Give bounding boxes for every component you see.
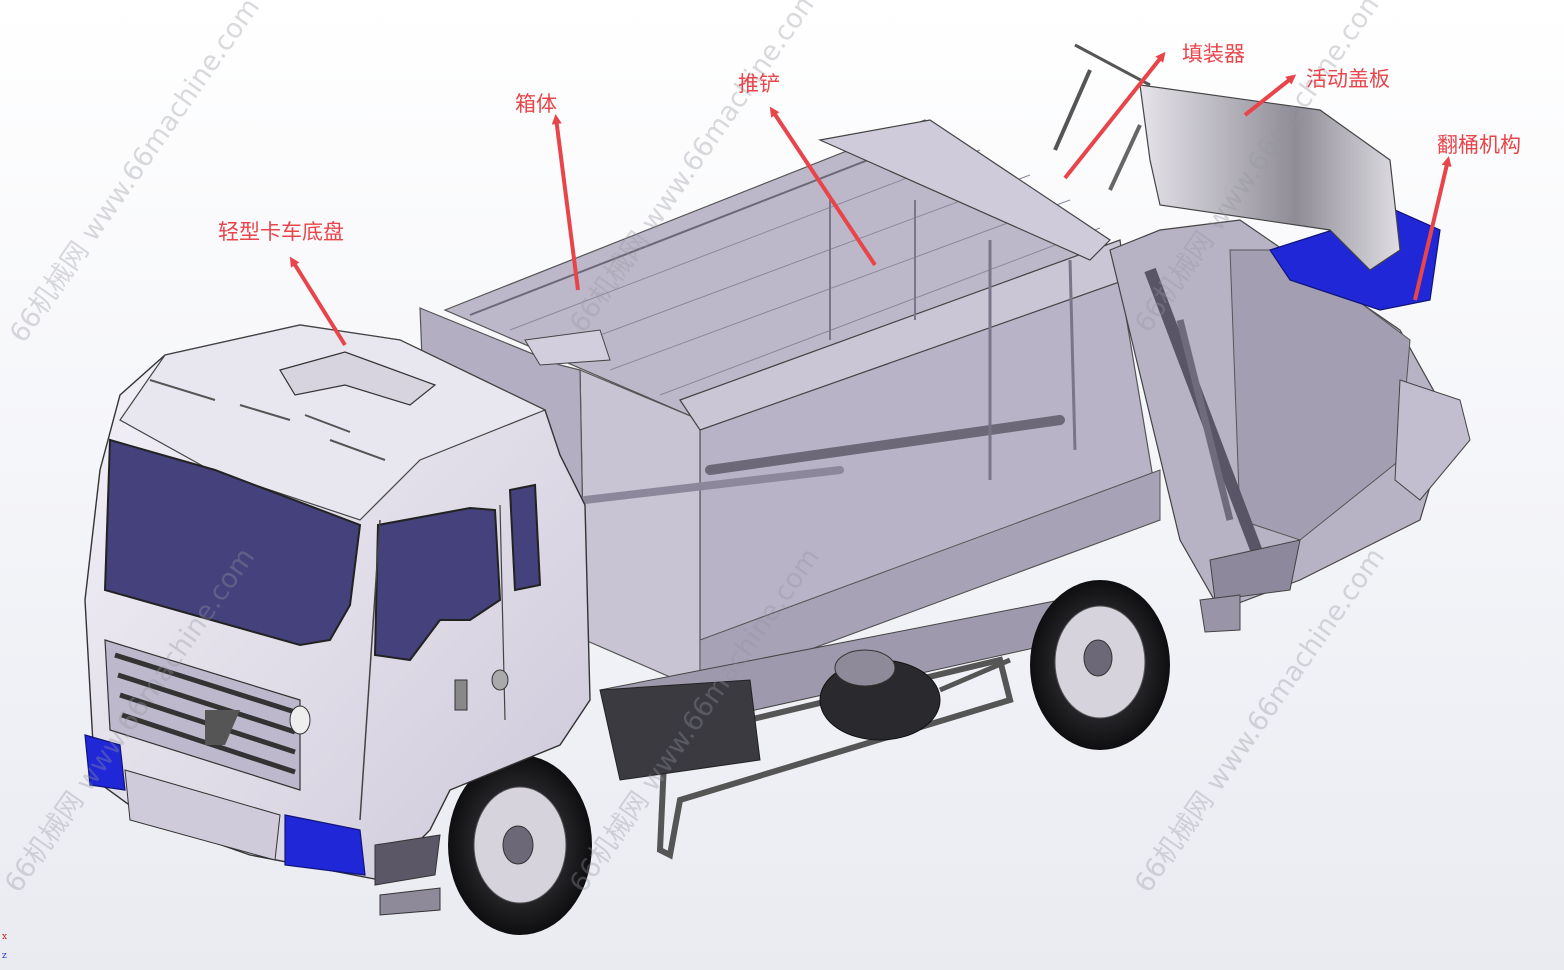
arrow-tipper	[1413, 156, 1452, 301]
arrow-pusher	[769, 106, 877, 267]
label-tipper: 翻桶机构	[1437, 133, 1521, 157]
arrow-filler	[1063, 51, 1166, 180]
rear-wheel	[1030, 580, 1170, 750]
movable-lid	[1053, 43, 1401, 271]
callout-arrows	[289, 51, 1452, 347]
filler-unit	[1109, 219, 1471, 633]
arrow-lid	[1243, 74, 1297, 117]
truck-cab	[84, 324, 591, 916]
label-chassis: 轻型卡车底盘	[218, 220, 344, 244]
label-body: 箱体	[515, 92, 557, 116]
label-lid: 活动盖板	[1306, 67, 1390, 91]
label-pusher: 推铲	[738, 72, 780, 96]
chassis	[599, 599, 1071, 860]
arrow-chassis	[289, 256, 347, 347]
box-body	[419, 119, 1161, 691]
arrow-body	[551, 114, 580, 291]
front-wheel	[448, 755, 592, 935]
axis-z-label: z	[2, 951, 7, 961]
label-filler: 填装器	[1182, 42, 1245, 66]
axis-x-label: x	[2, 932, 8, 942]
